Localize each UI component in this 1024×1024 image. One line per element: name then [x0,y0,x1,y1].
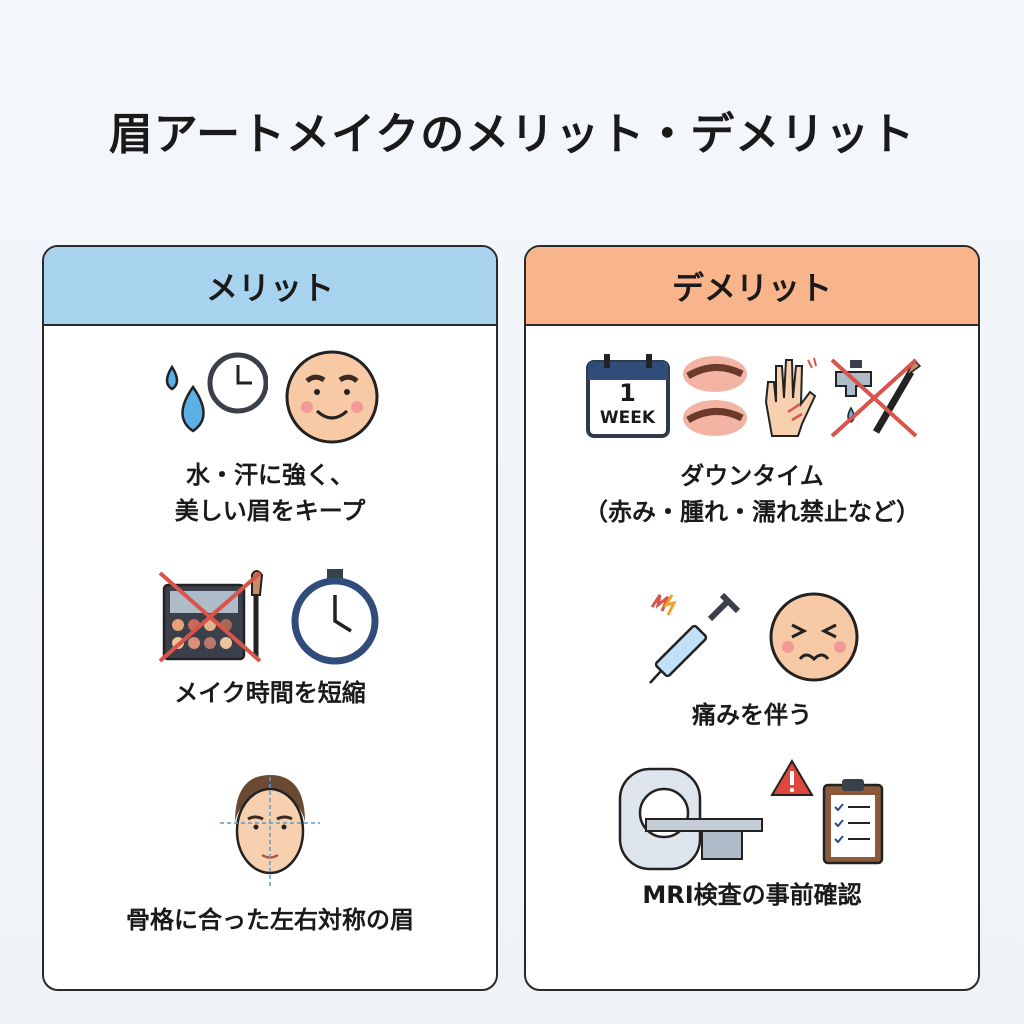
merits-panel: メリット 水・汗に強く、 美しい眉をキープ [42,245,498,991]
hand-icon [764,357,817,437]
demerit-text-line: 痛みを伴う [692,701,812,729]
calendar-number: 1 [619,379,636,407]
no-water-makeup-icon [830,358,921,438]
merits-header: メリット [44,247,496,326]
demerit-item-mri: MRI検査の事前確認 [526,757,978,913]
crossed-makeup-palette-icon [158,570,263,663]
calendar-icon: 1 WEEK [584,352,672,440]
mri-scanner-icon [618,767,763,871]
stopwatch-icon [291,569,378,665]
demerit-text-line: MRI検査の事前確認 [642,881,862,909]
merit-text-line: 美しい眉をキープ [174,497,366,525]
merit-text-line: 水・汗に強く、 [186,461,354,489]
merit-text-line: 骨格に合った左右対称の眉 [126,906,414,934]
demerit-text-line: ダウンタイム [680,462,824,490]
water-drops-icon [165,352,268,433]
syringe-icon [649,592,741,684]
warning-icon [770,759,814,796]
demerit-item-downtime: 1 WEEK ダウンタイム （赤み・腫れ・濡れ禁止など） [526,352,978,530]
calendar-label: WEEK [599,408,656,428]
merit-item-save-time: メイク時間を短縮 [44,565,496,711]
page-title: 眉アートメイクのメリット・デメリット [108,109,916,160]
merit-item-waterproof: 水・汗に強く、 美しい眉をキープ [44,347,496,529]
demerits-header: デメリット [526,247,978,326]
pained-face-icon [769,592,859,682]
symmetric-face-icon [220,775,320,887]
merit-text-line: メイク時間を短縮 [174,679,366,707]
red-eyebrows-icon [682,356,747,436]
demerit-item-pain: 痛みを伴う [526,587,978,733]
clipboard-icon [822,779,884,865]
demerit-text-line: （赤み・腫れ・濡れ禁止など） [584,498,920,526]
smiling-face-icon [285,350,379,444]
demerits-panel: デメリット 1 WEEK [524,245,980,991]
merit-item-symmetry: 骨格に合った左右対称の眉 [44,767,496,938]
